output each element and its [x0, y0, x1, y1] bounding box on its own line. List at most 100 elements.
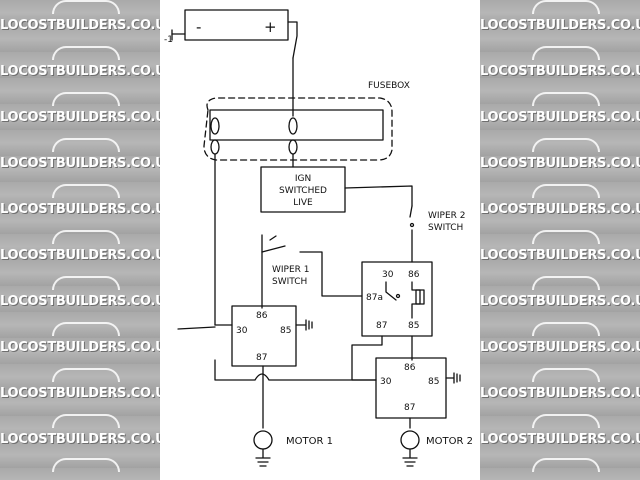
ign-to-wiper2-wire — [344, 185, 413, 207]
watermark-text: LOCOSTBUILDERS.CO.UK — [0, 202, 160, 217]
watermark-car-icon — [532, 276, 600, 290]
watermark-text: LOCOSTBUILDERS.CO.UK — [480, 386, 640, 401]
wiper1-switch: WIPER 1 SWITCH — [261, 234, 363, 309]
relay3-body — [375, 357, 447, 419]
crossover-wire — [214, 359, 377, 381]
motor1-label: MOTOR 1 — [286, 436, 333, 447]
motor-2: MOTOR 2 — [400, 417, 473, 467]
wiring-diagram: -1 - + FUSEBOX IGN SWITCHED LIVE — [164, 9, 473, 467]
ign-box-line2: SWITCHED — [279, 186, 327, 196]
ign-box-line1: IGN — [295, 174, 311, 184]
relay1-pin85: 85 — [280, 326, 291, 336]
watermark-car-icon — [52, 0, 120, 14]
watermark-car-icon — [532, 138, 600, 152]
relay3-pin86: 86 — [404, 363, 416, 373]
watermark-text: LOCOSTBUILDERS.CO.UK — [0, 156, 160, 171]
watermark-text: LOCOSTBUILDERS.CO.UK — [0, 432, 160, 447]
wiper2-switch-label-line2: SWITCH — [428, 223, 463, 233]
watermark-text: LOCOSTBUILDERS.CO.UK — [480, 294, 640, 309]
watermark-car-icon — [52, 276, 120, 290]
watermark-strip-right: LOCOSTBUILDERS.CO.UK LOCOSTBUILDERS.CO.U… — [480, 0, 640, 480]
stray-wire-mark — [177, 326, 216, 330]
battery-negative-terminal: - — [196, 18, 201, 36]
ign-switched-live: IGN SWITCHED LIVE — [260, 153, 413, 213]
battery-body — [184, 9, 289, 41]
motor2-icon — [400, 430, 420, 450]
fuse-2-icon — [288, 117, 298, 135]
watermark-car-icon — [532, 322, 600, 336]
watermark-car-icon — [52, 184, 120, 198]
relay1-pin86: 86 — [256, 311, 268, 321]
fusebox-outline — [203, 97, 393, 161]
fusebox: FUSEBOX — [203, 57, 410, 161]
fuse-1-lower-icon — [210, 139, 220, 155]
wiper2-switch-contact — [409, 222, 415, 228]
fusebox-panel — [209, 109, 384, 141]
fusebox-label: FUSEBOX — [368, 81, 410, 91]
watermark-car-icon — [52, 138, 120, 152]
wiper2-switch: WIPER 2 SWITCH — [409, 205, 466, 263]
watermark-car-icon — [532, 92, 600, 106]
relay2-pin30: 30 — [382, 270, 394, 280]
watermark-text: LOCOSTBUILDERS.CO.UK — [480, 110, 640, 125]
ign-box-line3: LIVE — [293, 198, 313, 208]
relay-2: 30 86 87a 87 85 — [351, 261, 433, 381]
watermark-text: LOCOSTBUILDERS.CO.UK — [480, 432, 640, 447]
relay1-pin87: 87 — [256, 353, 267, 363]
watermark-text: LOCOSTBUILDERS.CO.UK — [0, 18, 160, 33]
relay2-pin85: 85 — [408, 321, 419, 331]
watermark-text: LOCOSTBUILDERS.CO.UK — [480, 156, 640, 171]
relay2-pin87a: 87a — [366, 293, 383, 303]
watermark-car-icon — [52, 368, 120, 382]
wiper2-switch-label-line1: WIPER 2 — [428, 211, 466, 221]
relay2-switch-contact — [385, 281, 397, 301]
relay2-body — [361, 261, 433, 337]
watermark-text: LOCOSTBUILDERS.CO.UK — [480, 64, 640, 79]
watermark-text: LOCOSTBUILDERS.CO.UK — [0, 248, 160, 263]
wiper1-switch-label-line2: SWITCH — [272, 277, 307, 287]
watermark-car-icon — [532, 46, 600, 60]
battery-positive-terminal: + — [264, 18, 277, 36]
watermark-car-icon — [532, 458, 600, 472]
fuse-2-lower-icon — [288, 139, 298, 155]
watermark-car-icon — [532, 230, 600, 244]
ign-box — [260, 166, 346, 213]
paper-sheet — [160, 0, 480, 480]
watermark-car-icon — [532, 368, 600, 382]
watermark-car-icon — [52, 230, 120, 244]
relay3-pin30: 30 — [380, 377, 392, 387]
watermark-text: LOCOSTBUILDERS.CO.UK — [480, 18, 640, 33]
relay-1: 30 86 85 87 — [231, 305, 313, 367]
watermark-text: LOCOSTBUILDERS.CO.UK — [0, 64, 160, 79]
relay1-pin30: 30 — [236, 326, 248, 336]
relay2-pin87: 87 — [376, 321, 387, 331]
watermark-car-icon — [532, 414, 600, 428]
watermark-text: LOCOSTBUILDERS.CO.UK — [480, 248, 640, 263]
watermark-text: LOCOSTBUILDERS.CO.UK — [0, 340, 160, 355]
wiper2-switch-lever — [409, 205, 413, 218]
watermark-text: LOCOSTBUILDERS.CO.UK — [0, 110, 160, 125]
relay3-pin87: 87 — [404, 403, 415, 413]
watermark-car-icon — [532, 184, 600, 198]
battery-positive-lead — [287, 21, 298, 59]
relay-3: 30 86 85 87 — [375, 357, 461, 419]
watermark-text: LOCOSTBUILDERS.CO.UK — [480, 202, 640, 217]
relay1-ground-icon — [295, 319, 313, 331]
battery-ground-mark: -1 — [164, 35, 173, 45]
watermark-car-icon — [52, 322, 120, 336]
watermark-car-icon — [52, 92, 120, 106]
relay3-ground-icon — [445, 372, 461, 384]
battery: -1 - + — [164, 9, 298, 59]
fuse-1-icon — [210, 117, 220, 135]
watermark-car-icon — [52, 46, 120, 60]
wiper1-to-relay2-wire — [299, 251, 363, 297]
motor2-label: MOTOR 2 — [426, 436, 473, 447]
motor2-ground-icon — [402, 448, 418, 467]
relay2-contact-dot — [395, 293, 401, 299]
motor1-ground-icon — [255, 448, 271, 467]
watermark-strip-left: LOCOSTBUILDERS.CO.UK LOCOSTBUILDERS.CO.U… — [0, 0, 160, 480]
motor-1: MOTOR 1 — [253, 365, 333, 467]
relay2-pin86: 86 — [408, 270, 420, 280]
watermark-car-icon — [52, 458, 120, 472]
